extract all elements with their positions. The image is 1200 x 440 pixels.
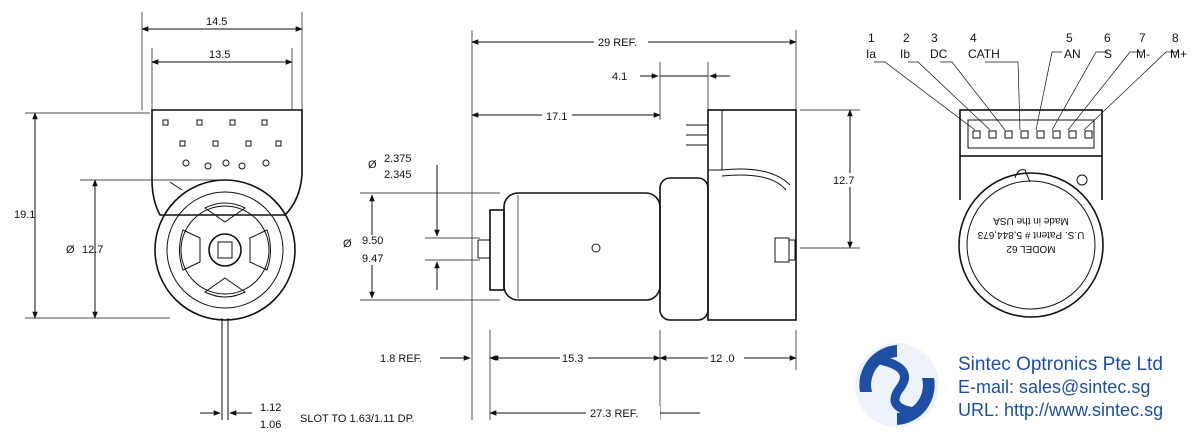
dim-12-0: 12 .0 <box>710 353 734 365</box>
dia-mid-upper: 9.50 <box>362 235 383 247</box>
stamp-line-1: MODEL 62 <box>1006 243 1056 254</box>
pin-8-number: 8 <box>1172 31 1179 45</box>
dia-symbol-mid: Ø <box>343 238 352 250</box>
pin-6-label: S <box>1104 47 1112 61</box>
company-url[interactable]: URL: http://www.sintec.sg <box>958 400 1163 420</box>
stamp-line-2: U.S. Patent # 5,844,673 <box>977 229 1084 240</box>
stamp-line-3: Made in the USA <box>993 215 1069 226</box>
pin-5-number: 5 <box>1066 31 1073 45</box>
pin-1-number: 1 <box>868 31 875 45</box>
pin-labels: 1 Ia 2 Ib 3 DC 4 CATH 5 AN 6 S 7 M- 8 M+ <box>866 31 1187 61</box>
side-encoder-housing <box>707 109 797 321</box>
pin-view: 1 Ia 2 Ib 3 DC 4 CATH 5 AN 6 S 7 M- 8 M+ <box>866 31 1187 318</box>
pin-4-label: CATH <box>968 47 1000 61</box>
slot-note: SLOT TO 1.63/1.11 DP. <box>300 413 415 425</box>
dim-17-1: 17.1 <box>546 111 567 123</box>
dim-12-7: 12.7 <box>833 175 854 187</box>
pin-3-number: 3 <box>931 31 938 45</box>
dim-slot-lower: 1.06 <box>260 419 281 431</box>
company-email[interactable]: E-mail: sales@sintec.sg <box>958 377 1150 397</box>
bracket-holes <box>162 119 282 170</box>
company-block: Sintec Optronics Pte Ltd E-mail: sales@s… <box>855 343 1163 427</box>
dim-15-3: 15.3 <box>562 353 583 365</box>
dim-height: 19.1 <box>14 209 35 221</box>
dim-overall: 29 REF. <box>598 37 637 49</box>
dim-27-3: 27.3 REF. <box>590 408 638 420</box>
dim-diameter-symbol: Ø <box>66 244 75 256</box>
model-stamp: MODEL 62 U.S. Patent # 5,844,673 Made in… <box>977 215 1084 254</box>
dim-diameter: 12.7 <box>82 244 103 256</box>
side-gear-housing <box>659 177 709 321</box>
side-motor-body <box>503 192 661 301</box>
dim-4-1: 4.1 <box>612 71 627 83</box>
dia-top-upper: 2.375 <box>384 153 412 165</box>
dim-1-8: 1.8 REF. <box>380 353 422 365</box>
dia-symbol-top: Ø <box>368 159 377 171</box>
front-shaft-hub <box>208 233 242 267</box>
pin-8-label: M+ <box>1170 47 1187 61</box>
back-motor-outline <box>958 172 1104 318</box>
pin-2-label: Ib <box>900 47 910 61</box>
side-view: 29 REF. 4.1 17.1 12.7 Ø 2.375 2.345 Ø 9.… <box>338 30 860 420</box>
pin-leaders <box>874 51 1178 131</box>
dia-top-lower: 2.345 <box>384 169 412 181</box>
dim-slot-upper: 1.12 <box>260 402 281 414</box>
company-name: Sintec Optronics Pte Ltd <box>958 354 1163 375</box>
sintec-logo-icon <box>855 343 939 427</box>
connector-housing <box>959 109 1103 157</box>
dim-inner-width: 13.5 <box>209 49 230 61</box>
pin-7-label: M- <box>1136 47 1150 61</box>
front-view: 14.5 13.5 19.1 Ø 12.7 <box>14 12 415 431</box>
pin-5-label: AN <box>1064 47 1081 61</box>
pin-2-number: 2 <box>903 31 910 45</box>
front-motor-outline <box>154 179 296 321</box>
pin-3-label: DC <box>930 47 948 61</box>
dim-outer-width: 14.5 <box>206 16 227 28</box>
bracket-outline <box>151 109 303 216</box>
pin-1-label: Ia <box>866 47 876 61</box>
pin-4-number: 4 <box>970 31 977 45</box>
pin-6-number: 6 <box>1104 31 1111 45</box>
side-front-cap <box>489 209 505 291</box>
dia-mid-lower: 9.47 <box>362 253 383 265</box>
connector-pins <box>972 130 1093 139</box>
pin-7-number: 7 <box>1139 31 1146 45</box>
